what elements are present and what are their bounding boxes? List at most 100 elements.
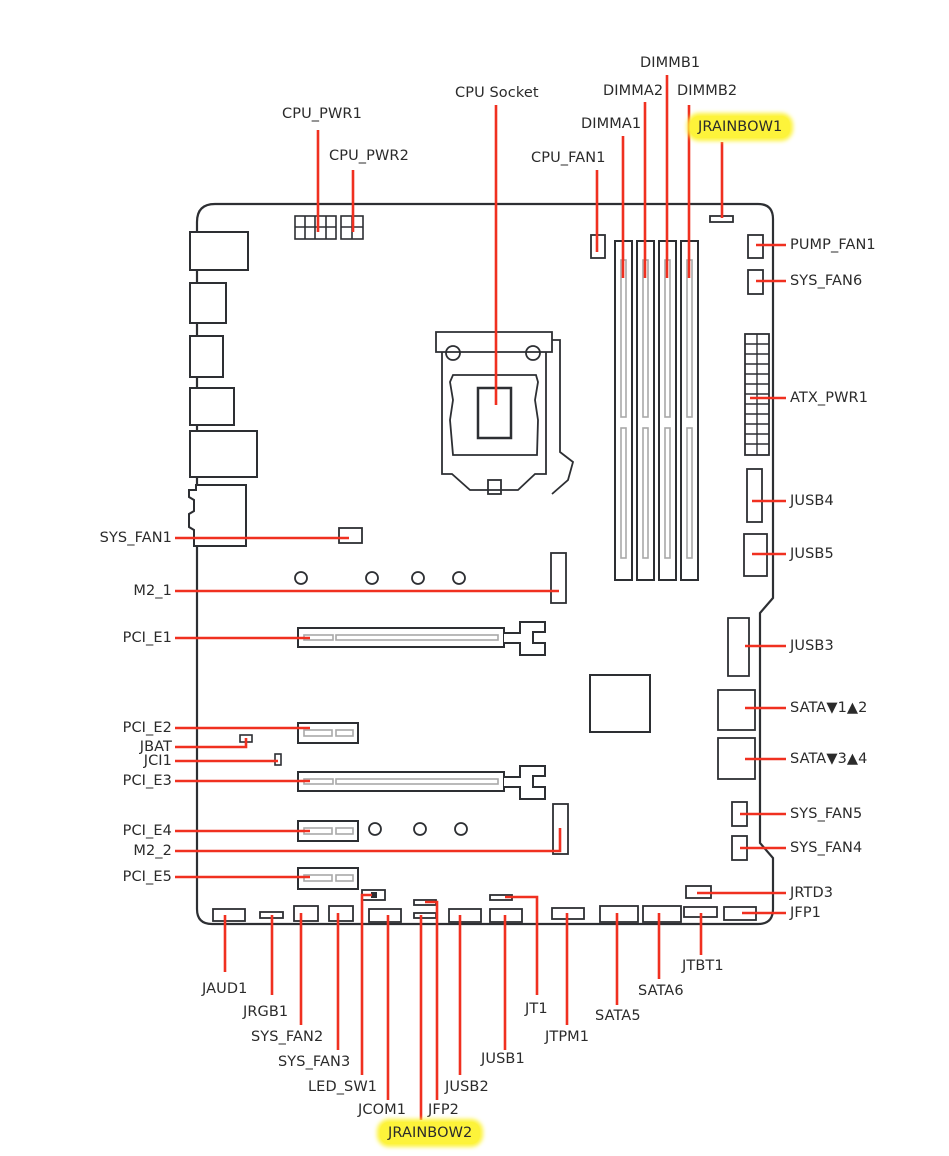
label-jaud1: JAUD1 [202, 981, 248, 997]
m2-standoffs-part [411, 571, 425, 585]
board-outline [195, 202, 775, 926]
cpu-socket-part [525, 345, 541, 361]
rear-io-part [188, 484, 247, 547]
label-jci1: JCI1 [143, 753, 172, 769]
label-pump-fan1: PUMP_FAN1 [790, 237, 876, 253]
label-jfp1: JFP1 [790, 905, 821, 921]
m2-standoffs-part [452, 571, 466, 585]
cpu-socket-part [476, 386, 513, 440]
m2-standoffs-part [294, 571, 308, 585]
label-sata6: SATA6 [638, 983, 684, 999]
dimm-slots-part-part [636, 240, 655, 581]
cpu-socket-part [445, 345, 461, 361]
m2-standoffs-part [413, 822, 427, 836]
motherboard-diagram-part-part [335, 827, 354, 835]
jfp2-connector [413, 912, 437, 919]
label-jt1: JT1 [525, 1001, 548, 1017]
motherboard-diagram-part [745, 334, 769, 455]
label-m2-1: M2_1 [133, 583, 172, 599]
label-sys-fan4: SYS_FAN4 [790, 840, 863, 856]
label-jfp2: JFP2 [428, 1102, 459, 1118]
label-sata12: SATA▼1▲2 [790, 700, 868, 716]
pci-e5-slot [297, 867, 359, 890]
jcom1-connector [368, 908, 402, 923]
leader-lines-part [425, 900, 439, 1100]
dimm-slots-part [614, 240, 699, 581]
motherboard-diagram-part-part [504, 765, 546, 800]
m2-standoffs [294, 571, 468, 836]
dimm-slots-part-part [614, 240, 633, 581]
label-jbat: JBAT [139, 739, 172, 755]
label-jusb2: JUSB2 [445, 1079, 489, 1095]
label-cpu-fan1: CPU_FAN1 [531, 150, 606, 166]
motherboard-diagram-part-part [335, 778, 499, 785]
dimm-slots-part-part [620, 427, 627, 559]
label-sata5: SATA5 [595, 1008, 641, 1024]
label-sys-fan6: SYS_FAN6 [790, 273, 863, 289]
label-jusb1: JUSB1 [481, 1051, 525, 1067]
leader-lines-part [175, 738, 248, 749]
cpu-socket-part [449, 374, 539, 456]
dimm-slots-part-part [642, 427, 649, 559]
rear-io-part [189, 282, 227, 324]
label-m2-2: M2_2 [133, 843, 172, 859]
sata12-connector [717, 689, 756, 731]
label-pci-e3: PCI_E3 [122, 773, 172, 789]
pci-e3-slot [297, 771, 505, 792]
dimm-slots-part-part [680, 240, 699, 581]
label-jrainbow1: JRAINBOW1 [690, 116, 791, 138]
label-sys-fan5: SYS_FAN5 [790, 806, 863, 822]
pci-e2-slot [297, 722, 359, 744]
label-led-sw1: LED_SW1 [308, 1079, 378, 1095]
label-jrainbow2: JRAINBOW2 [380, 1122, 481, 1144]
motherboard-diagram-part [371, 892, 377, 898]
label-jtbt1: JTBT1 [682, 958, 724, 974]
label-dimmb2: DIMMB2 [677, 83, 738, 99]
motherboard-diagram-part [212, 889, 718, 923]
dimm-slots-part [620, 259, 693, 559]
motherboard-diagram-part-part [335, 729, 354, 737]
cpu-socket [435, 331, 575, 495]
leader-lines-part [360, 893, 372, 1075]
m2-standoffs-part [368, 822, 382, 836]
sata6-connector [642, 905, 682, 923]
leader-lines-part [505, 895, 539, 995]
sata5-connector [599, 905, 639, 923]
pci-e1-slot [297, 627, 505, 648]
leader-lines-part [175, 828, 562, 853]
label-cpu-pwr1: CPU_PWR1 [282, 106, 362, 122]
cpu-socket-part [487, 479, 502, 495]
dimm-slots-part-part [664, 427, 671, 559]
pump-fan1-connector [747, 234, 764, 259]
label-cpu-pwr2: CPU_PWR2 [329, 148, 409, 164]
rear-io-part [189, 231, 249, 271]
rear-io [188, 231, 258, 547]
dimm-slots [614, 240, 699, 581]
label-atx-pwr1: ATX_PWR1 [790, 390, 869, 406]
label-sys-fan1: SYS_FAN1 [99, 530, 172, 546]
motherboard-diagram-part [303, 634, 499, 882]
motherboard-diagram-part [195, 202, 775, 926]
rear-io-part [189, 387, 235, 426]
chipset [589, 674, 651, 733]
jaud1-connector [212, 908, 246, 922]
m2-1-connector [550, 552, 567, 604]
sys-fan2-connector [293, 905, 319, 922]
label-jusb4: JUSB4 [790, 493, 834, 509]
label-pci-e5: PCI_E5 [122, 869, 172, 885]
label-pci-e1: PCI_E1 [122, 630, 172, 646]
label-sys-fan3: SYS_FAN3 [278, 1054, 351, 1070]
jci1-connector [274, 753, 282, 766]
leader-lines [175, 75, 786, 1120]
rear-io-part [189, 335, 224, 378]
cpu-socket-part [551, 339, 575, 495]
jusb4-connector [746, 468, 763, 523]
dimm-slots-part-part [686, 427, 693, 559]
label-cpu-socket: CPU Socket [455, 85, 539, 101]
label-jcom1: JCOM1 [358, 1102, 407, 1118]
label-dimma1: DIMMA1 [581, 116, 642, 132]
motherboard-diagram-part-part [504, 621, 546, 656]
motherboard-diagram-part-part [335, 874, 354, 882]
sys-fan3-connector [328, 905, 354, 922]
